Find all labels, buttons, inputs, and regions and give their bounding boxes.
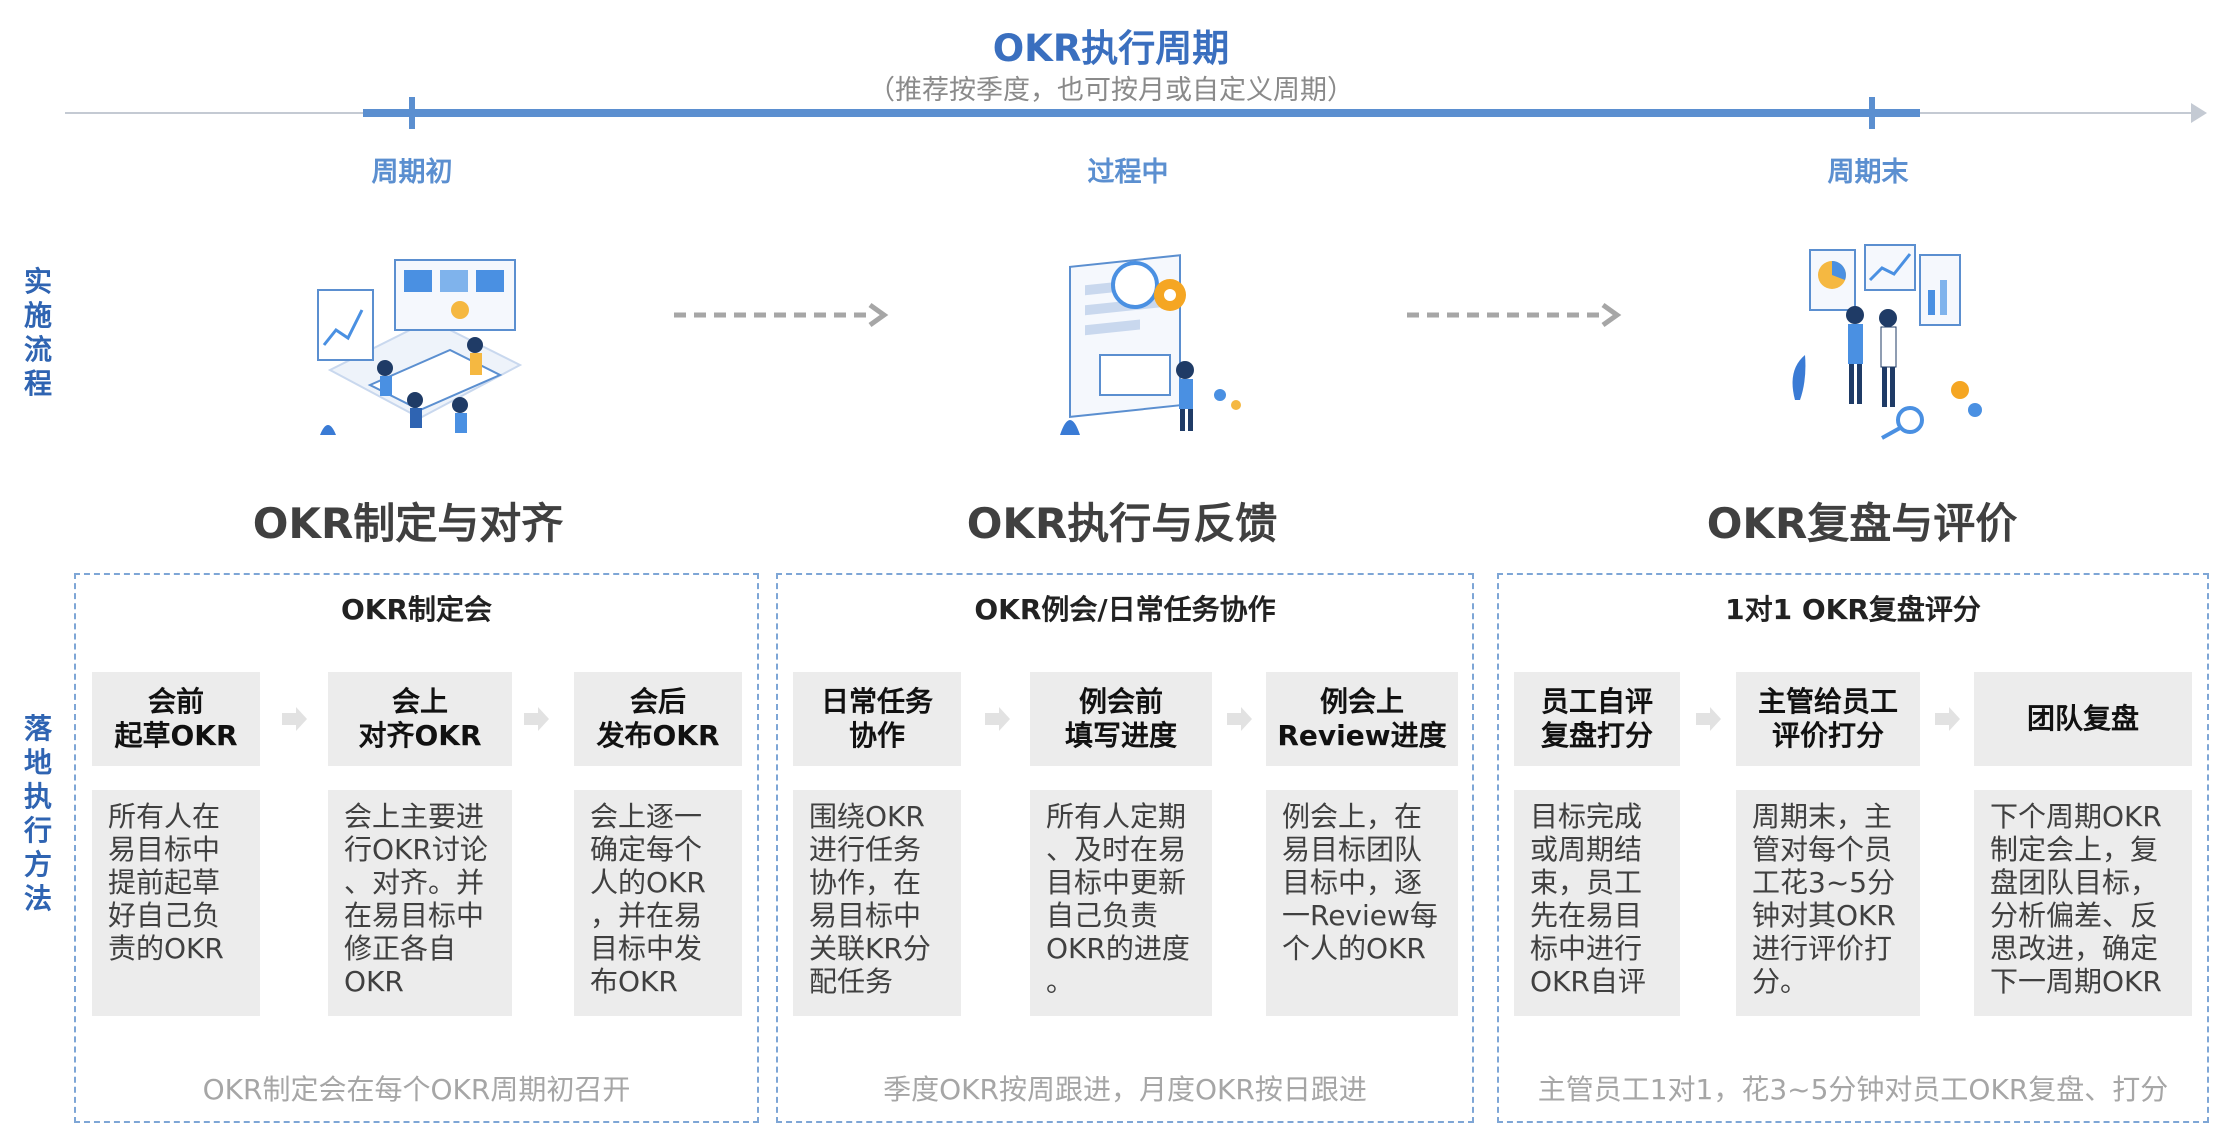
panel-footer-define: OKR制定会在每个OKR周期初召开 <box>202 1073 631 1106</box>
step-body-self-review: 目标完成 或周期结 束，员工 先在易目 标中进行 OKR自评 <box>1514 790 1680 1016</box>
step-body-manager-score: 周期末，主 管对每个员 工花3~5分 钟对其OKR 进行评价打 分。 <box>1736 790 1920 1016</box>
step-body-publish-okr: 会上逐一 确定每个 人的OKR ，并在易 目标中发 布OKR <box>574 790 742 1016</box>
step-head-self-review: 员工自评 复盘打分 <box>1514 672 1680 766</box>
step-head-text: 会后 发布OKR <box>596 685 720 752</box>
timeline-tick-end <box>1869 97 1875 129</box>
step-head-align-okr: 会上 对齐OKR <box>328 672 512 766</box>
step-head-text: 例会前 填写进度 <box>1064 685 1177 752</box>
step-body-team-review: 下个周期OKR 制定会上，复 盘团队目标， 分析偏差、反 思改进，确定 下一周期… <box>1974 790 2192 1016</box>
flow-arrow-1-icon <box>674 302 889 328</box>
side-label-process: 实施流程 <box>18 265 58 401</box>
step-body-fill-progress: 所有人定期 、及时在易 目标中更新 自己负责 OKR的进度 。 <box>1030 790 1212 1016</box>
step-arrow-icon <box>524 707 549 731</box>
timeline-arrowhead <box>2191 103 2207 123</box>
step-head-text: 团队复盘 <box>2026 702 2139 735</box>
step-head-team-review: 团队复盘 <box>1974 672 2192 766</box>
stage-label-middle: 过程中 <box>1087 157 1169 188</box>
step-head-text: 例会上 Review进度 <box>1277 685 1447 752</box>
step-body-align-okr: 会上主要进 行OKR讨论 、对齐。并 在易目标中 修正各自 OKR <box>328 790 512 1016</box>
step-arrow-icon <box>1935 707 1960 731</box>
diagram-title: OKR执行周期 <box>992 27 1230 70</box>
panel-title-review: 1对1 OKR复盘评分 <box>1725 593 1981 626</box>
panel-title-execute: OKR例会/日常任务协作 <box>974 593 1276 626</box>
step-arrow-icon <box>282 707 307 731</box>
stage-label-end: 周期末 <box>1827 157 1909 188</box>
panel-title-define: OKR制定会 <box>340 593 493 626</box>
step-head-review-progress: 例会上 Review进度 <box>1266 672 1458 766</box>
panel-execute <box>776 573 1474 1123</box>
review-illustration-icon <box>1792 244 1982 440</box>
panel-review <box>1497 573 2209 1123</box>
side-label-method-text: 落地执行方法 <box>23 712 52 915</box>
phase-title-execute: OKR执行与反馈 <box>966 499 1278 548</box>
diagram-subtitle: （推荐按季度，也可按月或自定义周期） <box>868 75 1354 106</box>
step-arrow-icon <box>1227 707 1252 731</box>
stage-label-start: 周期初 <box>371 157 453 188</box>
phase-title-review: OKR复盘与评价 <box>1706 499 2018 548</box>
step-head-publish-okr: 会后 发布OKR <box>574 672 742 766</box>
timeline-tick-start <box>409 97 415 129</box>
panel-footer-review: 主管员工1对1，花3~5分钟对员工OKR复盘、打分 <box>1537 1073 2169 1106</box>
step-head-text: 会上 对齐OKR <box>358 685 482 752</box>
step-body-review-progress: 例会上，在 易目标团队 目标中，逐 一Review每 个人的OKR <box>1266 790 1458 1016</box>
step-head-text: 员工自评 复盘打分 <box>1540 685 1653 752</box>
panel-footer-execute: 季度OKR按周跟进，月度OKR按日跟进 <box>883 1073 1367 1106</box>
timeline-cycle-bar <box>363 109 1920 117</box>
step-head-fill-progress: 例会前 填写进度 <box>1030 672 1212 766</box>
step-head-text: 主管给员工 评价打分 <box>1757 685 1898 752</box>
step-head-text: 会前 起草OKR <box>114 685 238 752</box>
step-head-draft-okr: 会前 起草OKR <box>92 672 260 766</box>
step-arrow-icon <box>1696 707 1721 731</box>
step-body-daily-tasks: 围绕OKR 进行任务 协作，在 易目标中 关联KR分 配任务 <box>793 790 961 1016</box>
flow-arrow-2-icon <box>1407 302 1622 328</box>
progress-illustration-icon <box>1060 254 1241 435</box>
step-body-draft-okr: 所有人在 易目标中 提前起草 好自己负 责的OKR <box>92 790 260 1016</box>
panel-define <box>74 573 759 1123</box>
step-head-manager-score: 主管给员工 评价打分 <box>1736 672 1920 766</box>
step-arrow-icon <box>985 707 1010 731</box>
step-head-text: 日常任务 协作 <box>820 685 933 752</box>
step-head-daily-tasks: 日常任务 协作 <box>793 672 961 766</box>
meeting-illustration-icon <box>317 259 523 435</box>
side-label-process-text: 实施流程 <box>23 265 52 400</box>
side-label-method: 落地执行方法 <box>18 712 58 916</box>
phase-title-define: OKR制定与对齐 <box>252 499 564 548</box>
